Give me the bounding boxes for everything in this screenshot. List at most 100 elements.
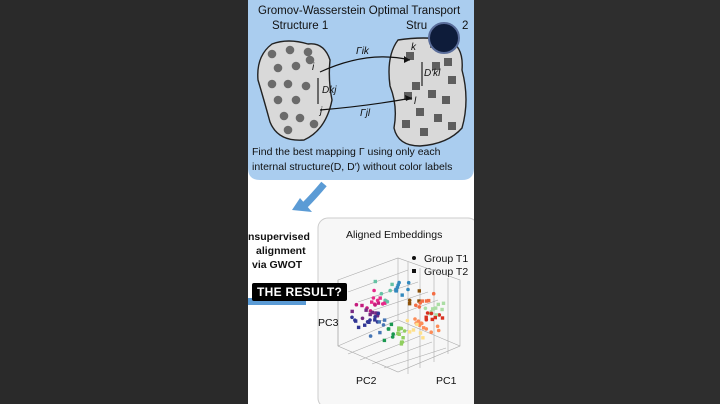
scatter-point-t2 bbox=[378, 330, 382, 335]
embeddings-box bbox=[317, 217, 474, 404]
scatter-point-t1 bbox=[406, 280, 411, 285]
structure1-point bbox=[267, 79, 277, 89]
scatter-point-t1 bbox=[373, 315, 377, 319]
scatter-point-t1 bbox=[429, 311, 434, 316]
structure1-label: Structure 1 bbox=[272, 20, 328, 32]
structure2-point bbox=[402, 120, 410, 128]
structure1-point bbox=[303, 47, 313, 57]
structure2-label-end: 2 bbox=[462, 20, 468, 32]
scatter-point-t2 bbox=[378, 296, 382, 300]
scatter-point-t1 bbox=[397, 280, 401, 285]
scatter-point-t1 bbox=[405, 318, 410, 323]
figure-panel: Gromov-Wasserstein Optimal Transport Str… bbox=[248, 0, 474, 404]
scatter-point-t1 bbox=[424, 327, 429, 331]
structure1-point bbox=[301, 81, 311, 91]
structure2-point bbox=[420, 128, 428, 136]
structure2-point bbox=[444, 58, 452, 66]
scatter-point-t1 bbox=[424, 317, 429, 322]
structure1-point bbox=[291, 61, 301, 71]
scatter-point-t1 bbox=[413, 317, 417, 321]
scatter-point-t1 bbox=[418, 301, 422, 305]
scatter-point-t2 bbox=[354, 319, 358, 323]
method-line3: via GWOT bbox=[252, 259, 303, 271]
point-i-label: i bbox=[312, 62, 315, 73]
structure1-point bbox=[283, 79, 293, 89]
point-k-label: k bbox=[411, 42, 417, 53]
scatter-point-t2 bbox=[418, 331, 423, 335]
scatter-point-t1 bbox=[407, 298, 412, 303]
scatter-point-t1 bbox=[423, 306, 428, 311]
scatter-point-t2 bbox=[436, 302, 440, 307]
structure2-point bbox=[448, 76, 456, 84]
structure1-point bbox=[305, 55, 315, 65]
scatter-point-t1 bbox=[416, 319, 421, 324]
scatter-point-t2 bbox=[421, 326, 426, 330]
top-title: Gromov-Wasserstein Optimal Transport bbox=[258, 5, 461, 17]
scatter-point-t2 bbox=[390, 282, 394, 287]
structure1-point bbox=[267, 49, 277, 59]
scatter-point-t2 bbox=[363, 323, 367, 327]
gamma-ik-arrow bbox=[319, 56, 411, 73]
scatter-point-t1 bbox=[379, 291, 384, 296]
description-line1: Find the best mapping Γ using only each bbox=[252, 146, 441, 158]
scatter-point-t2 bbox=[411, 328, 416, 332]
scatter-point-t2 bbox=[400, 293, 404, 297]
method-line2: alignment bbox=[256, 245, 306, 257]
scatter-point-t2 bbox=[434, 313, 439, 317]
structure2-label: Stru bbox=[406, 20, 427, 32]
scatter-point-t2 bbox=[367, 320, 371, 324]
scatter-point-t2 bbox=[407, 302, 412, 306]
scatter-point-t2 bbox=[375, 313, 379, 318]
scatter-point-t1 bbox=[381, 323, 386, 327]
d-kl-label: D'kl bbox=[424, 68, 441, 79]
flow-arrow-curve bbox=[301, 181, 327, 209]
scatter-point-t2 bbox=[397, 328, 401, 332]
gamma-jl-arrow bbox=[319, 97, 413, 111]
point-j-label: j bbox=[318, 106, 323, 117]
scatter-point-t1 bbox=[425, 311, 430, 315]
structure1-point bbox=[291, 95, 301, 105]
scatter-point-t2 bbox=[417, 289, 421, 293]
structure1-point bbox=[295, 113, 305, 123]
scatter-point-t2 bbox=[377, 320, 381, 324]
left-dark-margin bbox=[0, 0, 248, 404]
structure2-point bbox=[404, 92, 412, 100]
structure1-points bbox=[267, 45, 319, 135]
scatter-point-t2 bbox=[350, 309, 354, 314]
plot-3d-grid bbox=[337, 257, 461, 374]
structure1-point bbox=[273, 95, 283, 105]
scatter-point-t2 bbox=[370, 300, 374, 304]
scatter-point-t1 bbox=[380, 302, 385, 306]
embedding-scatter bbox=[350, 279, 446, 346]
scatter-point-t2 bbox=[389, 322, 394, 327]
video-caption: THE RESULT? bbox=[252, 283, 348, 301]
scatter-point-t2 bbox=[427, 298, 431, 303]
scatter-point-t1 bbox=[368, 334, 373, 338]
scatter-point-t1 bbox=[354, 302, 359, 307]
channel-avatar bbox=[428, 22, 460, 54]
scatter-point-t2 bbox=[368, 312, 372, 317]
scatter-point-t1 bbox=[350, 315, 354, 320]
scatter-point-t1 bbox=[429, 330, 433, 335]
axis-pc3: PC3 bbox=[318, 317, 339, 329]
scatter-point-t1 bbox=[372, 288, 376, 293]
scatter-point-t2 bbox=[440, 316, 445, 320]
scatter-point-t2 bbox=[421, 336, 425, 340]
structure2-point bbox=[428, 90, 436, 98]
scatter-point-t2 bbox=[430, 317, 434, 322]
scatter-point-t1 bbox=[417, 305, 422, 309]
structure1-point bbox=[279, 111, 289, 121]
scatter-point-t1 bbox=[390, 335, 395, 339]
scatter-point-t2 bbox=[424, 315, 428, 319]
scatter-point-t2 bbox=[431, 307, 435, 311]
scatter-point-t2 bbox=[382, 338, 387, 343]
right-dark-margin bbox=[474, 0, 720, 404]
structure2-point bbox=[448, 122, 456, 130]
flow-arrow-head bbox=[292, 198, 312, 212]
scatter-point-t2 bbox=[425, 299, 429, 303]
scatter-point-t1 bbox=[420, 321, 424, 326]
structure2-point bbox=[416, 108, 424, 116]
gamma-jl-label: Γjl bbox=[360, 108, 371, 119]
scatter-point-t1 bbox=[391, 332, 395, 336]
scatter-point-t2 bbox=[373, 279, 377, 284]
